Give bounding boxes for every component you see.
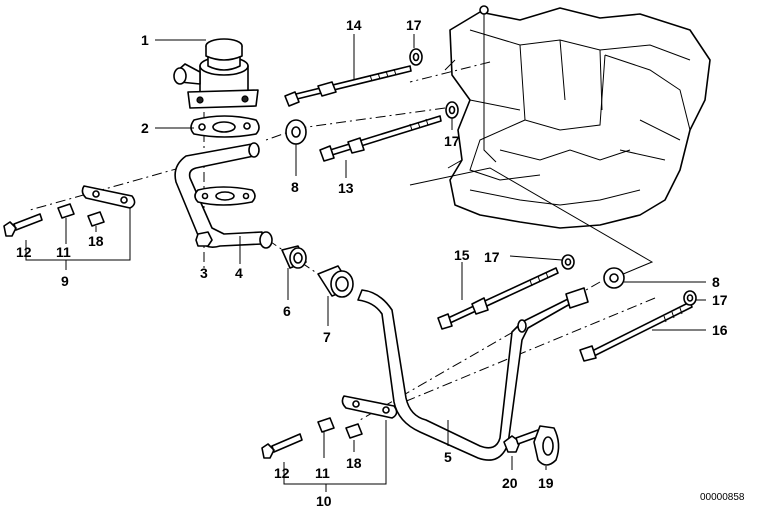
part-17-washer-b: [445, 101, 459, 119]
callout-11-left: 11: [56, 244, 71, 260]
part-7-union-nut: [317, 265, 354, 298]
part-5-pipe: [357, 287, 589, 461]
callout-3: 3: [200, 265, 208, 281]
callout-14: 14: [346, 17, 362, 33]
plate-left: [81, 185, 136, 209]
part-8-washer-lower: [603, 267, 625, 289]
callout-17-c: 17: [484, 249, 500, 265]
part-17-washer-a: [409, 48, 423, 66]
part-3-nut: [195, 231, 213, 247]
callout-19: 19: [538, 475, 554, 491]
part-14-stud-bolt: [284, 65, 412, 107]
bolt-12-left: [3, 213, 43, 237]
callout-18-lower: 18: [346, 455, 362, 471]
callout-6: 6: [283, 303, 291, 319]
callout-1: 1: [141, 32, 149, 48]
callout-10: 10: [316, 493, 332, 509]
part-13-stud-bolt: [319, 115, 442, 162]
callout-18-left: 18: [88, 233, 104, 249]
callout-20: 20: [502, 475, 518, 491]
callout-5: 5: [444, 449, 452, 465]
callout-17-d: 17: [712, 292, 728, 308]
callout-4: 4: [235, 265, 243, 281]
callout-16: 16: [712, 322, 728, 338]
nut-11-lower: [317, 417, 335, 433]
callout-17-b: 17: [444, 133, 460, 149]
engine-bracket-line: [409, 167, 654, 283]
part-1-air-valve: [173, 38, 259, 109]
part-20-bolt: [503, 429, 541, 453]
nut-18-left: [87, 211, 105, 227]
nut-18-lower: [345, 423, 363, 439]
callout-2: 2: [141, 120, 149, 136]
part-2-gasket: [190, 115, 260, 138]
part-15-stud-bolt: [437, 267, 559, 330]
callout-7: 7: [323, 329, 331, 345]
callout-13: 13: [338, 180, 354, 196]
bolt-12-lower: [261, 433, 303, 459]
document-number: 00000858: [700, 492, 745, 503]
part-10-bracket-set: [261, 395, 398, 459]
part-19-clamp: [533, 425, 560, 466]
callout-8-upper: 8: [291, 179, 299, 195]
nut-11-left: [57, 203, 75, 219]
part-8-washer-upper: [285, 119, 307, 145]
part-17-washer-c: [561, 254, 575, 270]
callout-labels: 1 2 3 4 5 6 7 8 8 9 10 11 11 12 12 13 14…: [16, 17, 745, 509]
callout-17-a: 17: [406, 17, 422, 33]
callout-9: 9: [61, 273, 69, 289]
callout-11-lower: 11: [315, 465, 330, 481]
part-4-pipe: [174, 142, 273, 249]
callout-15: 15: [454, 247, 470, 263]
callout-12-lower: 12: [274, 465, 290, 481]
engine-block: [444, 5, 711, 229]
callout-12-left: 12: [16, 244, 32, 260]
callout-8-lower: 8: [712, 274, 720, 290]
part-17-washer-d: [683, 290, 697, 306]
part-6-ring: [281, 245, 307, 269]
part-9-bracket-set: [3, 185, 136, 237]
part-16-stud-bolt: [579, 301, 693, 362]
leader-lines: [25, 34, 706, 492]
